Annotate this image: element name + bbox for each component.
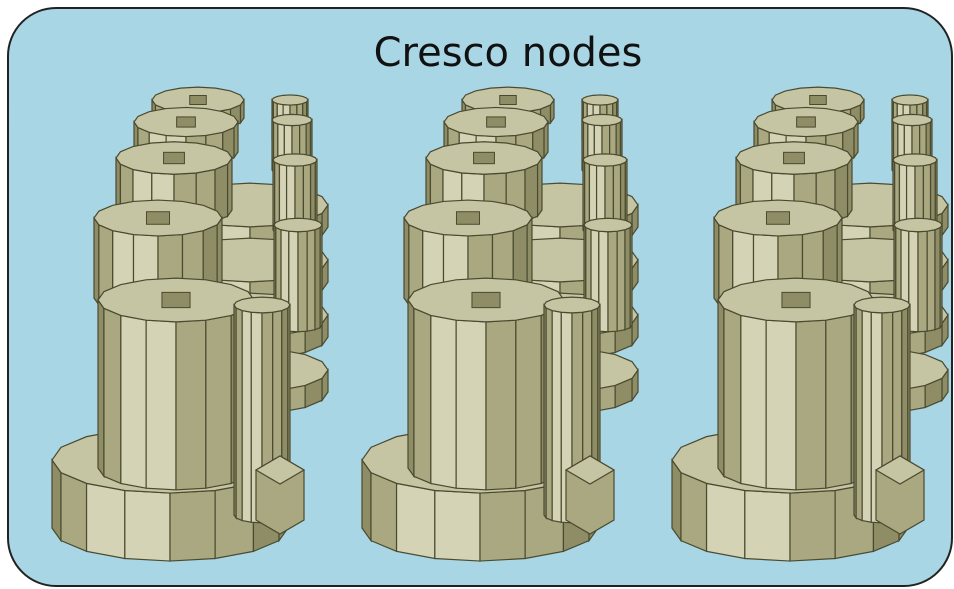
- node-facet: [624, 226, 631, 331]
- node-facet: [855, 307, 863, 522]
- diagram-title: Cresco nodes: [374, 30, 643, 76]
- node-facet: [120, 314, 147, 489]
- node-facet: [124, 489, 171, 562]
- node-facet: [306, 229, 316, 332]
- node-facet: [205, 314, 232, 489]
- node-facet: [740, 314, 767, 489]
- node-top: [583, 217, 633, 233]
- node-socket: [145, 211, 171, 225]
- node-top: [543, 296, 601, 314]
- node-top: [271, 94, 309, 106]
- node-facet: [545, 307, 553, 522]
- node-facet: [60, 471, 88, 553]
- node-facet: [370, 471, 398, 553]
- node-facet: [403, 216, 410, 307]
- node-facet: [723, 307, 742, 485]
- node-facet: [395, 482, 436, 560]
- node-socket: [499, 94, 517, 106]
- node-facet: [93, 216, 100, 307]
- node-top: [271, 113, 313, 127]
- node-socket: [783, 151, 805, 165]
- node-socket: [455, 211, 481, 225]
- node-facet: [713, 216, 720, 307]
- node-facet: [455, 319, 487, 491]
- node-facet: [671, 458, 682, 543]
- group-right: [671, 86, 949, 562]
- node-top: [581, 94, 619, 106]
- node-top: [581, 113, 623, 127]
- group-left: [51, 86, 329, 562]
- node-facet: [241, 309, 252, 523]
- node-facet: [169, 489, 216, 562]
- node-facet: [361, 458, 372, 543]
- node-top: [233, 296, 291, 314]
- node-socket: [161, 291, 191, 309]
- node-facet: [515, 314, 542, 489]
- node-facet: [145, 319, 177, 491]
- node-facet: [795, 319, 827, 491]
- node-top: [582, 153, 628, 167]
- node-foot-top: [564, 455, 616, 485]
- node-socket: [781, 291, 811, 309]
- node-facet: [861, 309, 872, 523]
- node-facet: [717, 298, 725, 479]
- node-facet: [939, 223, 943, 330]
- node-facet: [175, 319, 207, 491]
- node-socket: [471, 291, 501, 309]
- node-socket: [473, 151, 495, 165]
- node-facet: [85, 482, 126, 560]
- node-drum-front: [407, 277, 565, 491]
- node-facet: [846, 156, 853, 219]
- node-foot-top: [254, 455, 306, 485]
- node-top: [273, 217, 323, 233]
- node-facet: [314, 226, 321, 331]
- node-facet: [485, 319, 517, 491]
- node-facet: [744, 489, 791, 562]
- node-facet: [629, 223, 633, 330]
- node-facet: [926, 229, 936, 332]
- node-facet: [765, 319, 797, 491]
- node-facet: [235, 307, 243, 522]
- node-socket: [809, 94, 827, 106]
- node-facet: [479, 489, 526, 562]
- node-facet: [680, 471, 708, 553]
- node-facet: [97, 298, 105, 479]
- node-facet: [226, 156, 233, 219]
- node-socket: [163, 151, 185, 165]
- node-top: [893, 217, 943, 233]
- node-facet: [551, 309, 562, 523]
- node-facet: [319, 223, 323, 330]
- group-center: [361, 86, 639, 562]
- node-facet: [536, 156, 543, 219]
- node-facet: [607, 230, 618, 333]
- node-facet: [297, 230, 308, 333]
- node-top: [892, 153, 938, 167]
- node-facet: [407, 298, 415, 479]
- node-top: [272, 153, 318, 167]
- node-socket: [176, 116, 196, 128]
- node-socket: [796, 116, 816, 128]
- node-facet: [616, 229, 626, 332]
- node-side-column: [893, 217, 943, 333]
- node-facet: [934, 226, 941, 331]
- node-socket: [189, 94, 207, 106]
- node-top: [891, 113, 933, 127]
- node-facet: [825, 314, 852, 489]
- node-facet: [917, 230, 928, 333]
- node-drum-front: [717, 277, 875, 491]
- node-socket: [765, 211, 791, 225]
- node-facet: [430, 314, 457, 489]
- node-drum-front: [97, 277, 255, 491]
- node-facet: [705, 482, 746, 560]
- node-facet: [789, 489, 836, 562]
- node-foot-top: [874, 455, 926, 485]
- node-top: [891, 94, 929, 106]
- node-facet: [103, 307, 122, 485]
- node-socket: [486, 116, 506, 128]
- node-facet: [434, 489, 481, 562]
- node-facet: [413, 307, 432, 485]
- node-facet: [51, 458, 62, 543]
- node-top: [853, 296, 911, 314]
